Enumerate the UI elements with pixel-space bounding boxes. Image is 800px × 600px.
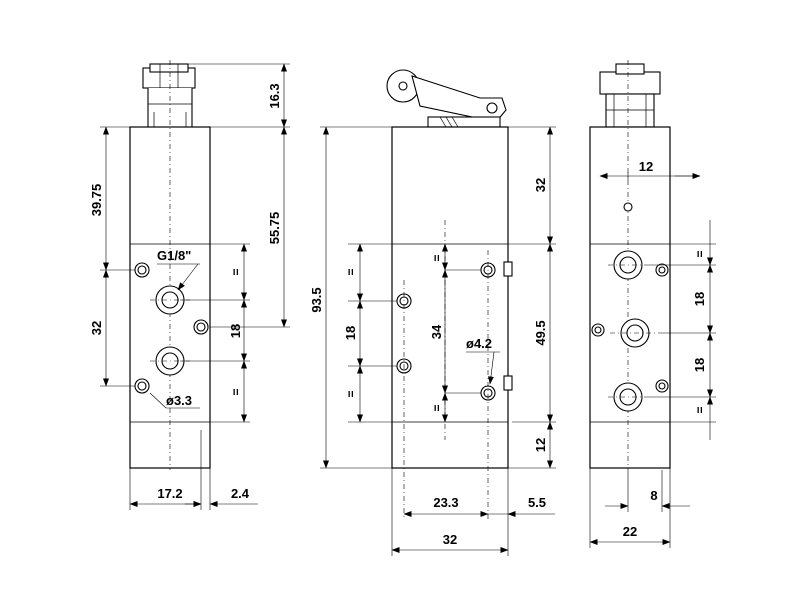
hole-label-3-3: ø3.3 bbox=[166, 393, 192, 408]
eq-mark-mid-4: = bbox=[430, 404, 444, 411]
eq-mark-mid-2: = bbox=[344, 390, 358, 397]
dim-55-75: 55.75 bbox=[267, 212, 282, 245]
dim-93-5: 93.5 bbox=[309, 287, 324, 312]
dim-32-mid-top: 32 bbox=[533, 178, 548, 192]
dim-32-mid-bottom: 32 bbox=[443, 532, 457, 547]
eq-mark-left-1: = bbox=[229, 268, 243, 275]
eq-mark-right-1: = bbox=[693, 250, 707, 257]
dim-17-2: 17.2 bbox=[157, 486, 182, 501]
dim-12-right: 12 bbox=[639, 159, 653, 174]
dim-18-right-upper: 18 bbox=[692, 292, 707, 306]
right-small-holes bbox=[591, 263, 669, 393]
dim-8: 8 bbox=[650, 488, 657, 503]
roller-lever-actuator bbox=[386, 69, 507, 128]
dim-2-4: 2.4 bbox=[231, 486, 250, 501]
right-actuator bbox=[599, 63, 661, 128]
dim-32-left: 32 bbox=[89, 321, 104, 335]
right-view: 12 = 18 18 = 8 22 bbox=[589, 60, 716, 548]
left-port-upper bbox=[150, 285, 190, 315]
eq-mark-mid-1: = bbox=[344, 268, 358, 275]
eq-mark-right-2: = bbox=[693, 406, 707, 413]
left-port-lower bbox=[150, 346, 190, 376]
eq-mark-mid-3: = bbox=[430, 254, 444, 261]
right-top-hole bbox=[623, 202, 633, 212]
dim-22: 22 bbox=[623, 524, 637, 539]
dim-23-3: 23.3 bbox=[433, 495, 458, 510]
dim-18-mid: 18 bbox=[343, 326, 358, 340]
dim-5-5: 5.5 bbox=[528, 495, 546, 510]
middle-valve-body bbox=[391, 126, 509, 469]
dim-12-mid: 12 bbox=[533, 438, 548, 452]
port-label-g1-8: G1/8" bbox=[157, 248, 191, 263]
dim-18-right-lower: 18 bbox=[692, 358, 707, 372]
eq-mark-left-2: = bbox=[229, 388, 243, 395]
right-valve-body bbox=[589, 126, 671, 469]
dim-34: 34 bbox=[429, 324, 444, 339]
dim-16-3: 16.3 bbox=[267, 83, 282, 108]
hole-label-4-2: ø4.2 bbox=[466, 336, 492, 351]
middle-view: 93.5 = 18 = = 34 = ø4.2 32 49.5 bbox=[309, 69, 556, 556]
right-ports bbox=[608, 250, 660, 412]
left-view: 39.75 32 16.3 55.75 = 18 = G1/8" ø3.3 bbox=[89, 60, 290, 510]
dim-18-left: 18 bbox=[228, 324, 243, 338]
dim-39-75: 39.75 bbox=[89, 184, 104, 217]
dim-49-5: 49.5 bbox=[533, 320, 548, 345]
